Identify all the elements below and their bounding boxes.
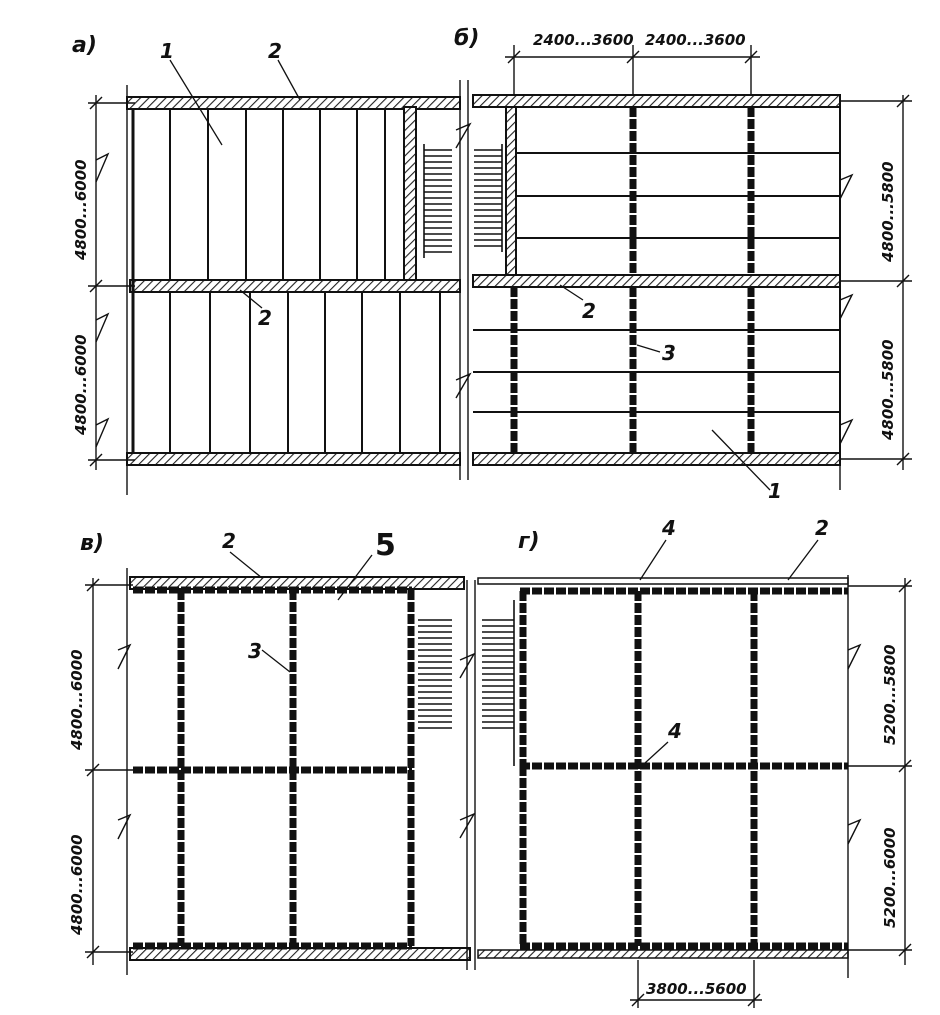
panel-a-middle-wall [129, 279, 461, 293]
break-line-ab [455, 80, 472, 480]
panel-g-callout-2: 2 [815, 516, 829, 540]
panel-b-stair-wall [505, 106, 517, 276]
panel-b-dim-top-left: 2400...3600 [533, 31, 634, 49]
panel-g-callout-4-top: 4 [661, 516, 676, 540]
panel-a-leader-2 [277, 59, 301, 101]
panel-b-plan: б) [454, 26, 912, 503]
panel-b-dim-right-top: 4800...5800 [879, 161, 897, 263]
panel-a-leader-2-mid [239, 289, 263, 309]
panel-b-dim-top-right: 2400...3600 [645, 31, 746, 49]
panel-v-dim-top: 4800...6000 [68, 649, 86, 751]
panel-g-top-band [477, 577, 849, 585]
panel-b-leader-2 [559, 284, 584, 301]
panel-a-slabs-bottom [169, 292, 441, 453]
panel-b-callout-1: 1 [768, 479, 782, 503]
panel-g-right-dimension [847, 575, 912, 978]
panel-v-leader-3 [261, 649, 291, 673]
panel-b-middle-wall [472, 274, 841, 288]
panel-v-leader-2 [229, 551, 263, 579]
panel-v-bottom-wall [129, 947, 471, 961]
panel-g-bottom-band [477, 949, 849, 959]
panel-g-dim-bottom: 3800...5600 [646, 980, 747, 998]
panel-g-leader-4-mid [644, 741, 669, 764]
panel-a-slabs-top [169, 109, 386, 280]
panel-v-leader-5 [337, 554, 373, 601]
panel-g-leader-2 [787, 539, 819, 581]
panel-a-stair-wall [403, 106, 417, 281]
panel-g-frame [519, 587, 848, 950]
panel-g-callout-4-mid: 4 [667, 719, 682, 743]
panel-v-callout-5: 5 [375, 528, 396, 563]
panel-g-plan: г) [477, 516, 912, 1008]
panel-a-dim-top: 4800...6000 [72, 159, 90, 261]
panel-v-callout-3: 3 [248, 639, 262, 663]
panel-a-leader-1 [169, 59, 223, 146]
panel-v-staircase [418, 619, 452, 729]
panel-v-plan: в) [68, 528, 471, 975]
panel-a-callout-2-mid: 2 [258, 306, 272, 330]
panel-v-letter: в) [80, 531, 104, 556]
panel-a-callout-2: 2 [268, 39, 282, 63]
panel-b-leader-1 [711, 429, 771, 491]
panel-b-staircase [474, 144, 503, 252]
panel-b-letter: б) [454, 26, 479, 51]
panel-v-frame [133, 586, 415, 950]
panel-a-plan: а) [72, 33, 461, 495]
break-line-vg [459, 580, 476, 970]
panel-g-dim-right-bottom: 5200...6000 [881, 827, 899, 928]
panel-b-callout-2: 2 [582, 299, 596, 323]
panel-b-top-wall [472, 94, 841, 108]
panel-b-dim-right-bottom: 4800...5800 [879, 339, 897, 441]
panel-g-letter: г) [518, 529, 540, 554]
panel-a-dim-bottom: 4800...6000 [72, 334, 90, 436]
panel-b-crossbars [510, 107, 755, 453]
panel-g-staircase [482, 600, 515, 766]
panel-a-dimension-line [88, 85, 135, 495]
panel-b-top-dimension [505, 45, 760, 95]
panel-a-callout-1: 1 [160, 39, 174, 63]
panel-g-leader-4-top [639, 539, 667, 581]
panel-v-callout-2: 2 [222, 529, 236, 553]
panel-g-bottom-dimension [630, 960, 762, 1008]
panel-v-dimension-line [85, 568, 133, 975]
panel-g-dim-right-top: 5200...5800 [881, 644, 899, 745]
panel-a-letter: а) [72, 33, 97, 58]
panel-b-right-dimension [839, 94, 912, 490]
panel-b-leader-3 [636, 344, 661, 353]
panel-a-staircase [423, 144, 452, 258]
panel-v-dim-bottom: 4800...6000 [68, 834, 86, 936]
panel-b-bottom-wall [472, 452, 841, 466]
panel-a-bottom-wall [126, 452, 461, 466]
panel-b-callout-3: 3 [662, 341, 676, 365]
